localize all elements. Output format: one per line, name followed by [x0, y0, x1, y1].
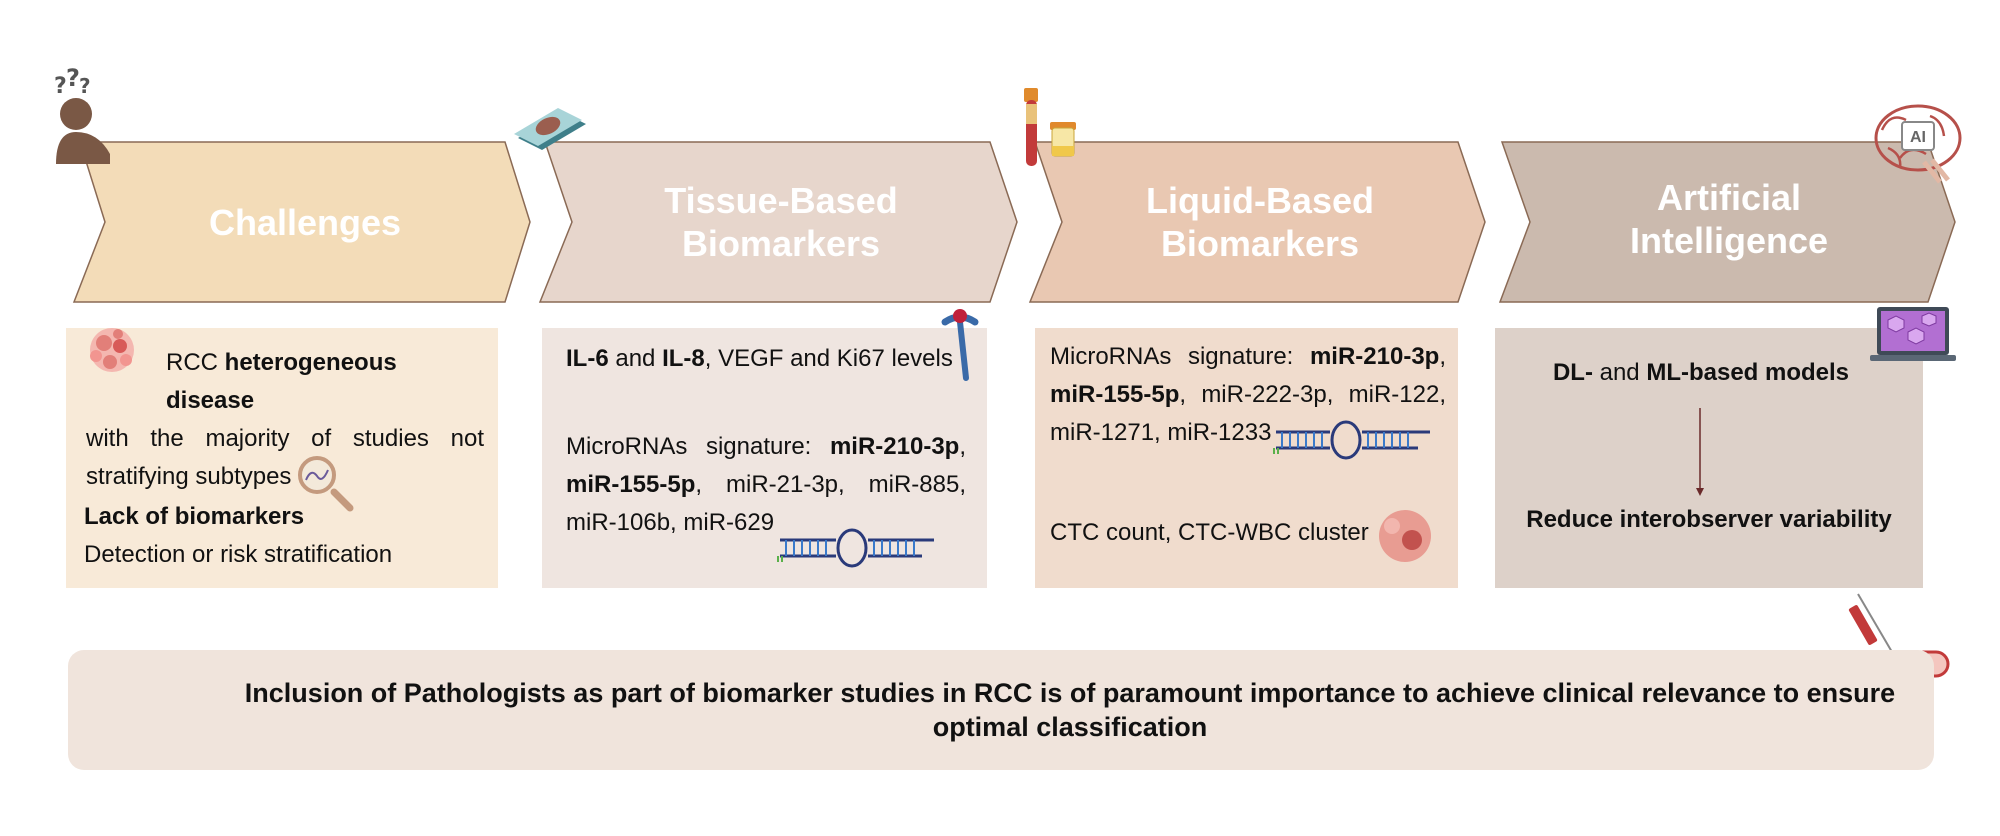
- ai-and: and: [1592, 359, 1647, 386]
- liquid-mir210: miR-210-3p: [1309, 343, 1440, 370]
- tissue-slide-icon: [514, 108, 586, 150]
- challenges-panel: [66, 328, 498, 588]
- receptor-icon: [941, 309, 979, 381]
- liquid-mir155: miR-155-5p: [1050, 381, 1180, 408]
- liquid-arrow: [1028, 141, 1486, 303]
- rna-hairpin-icon-liquid: [1273, 420, 1430, 460]
- stage-title-line: Challenges: [208, 201, 402, 243]
- pathologist-banner: [68, 650, 1934, 770]
- ai-reduce: Reduce interobserver variability: [1495, 501, 1923, 539]
- tumor-cells-icon: [90, 328, 134, 372]
- tissue-and: and: [608, 345, 663, 372]
- challenges-line3: stratifying subtypes: [86, 463, 292, 490]
- liquid-mirna-line1: MicroRNAs signature: miR-210-3p,: [1050, 338, 1446, 376]
- tissue-line2-rest: , miR-21-3p, miR-885,: [695, 471, 966, 498]
- challenges-detection: Detection or risk stratification: [84, 541, 393, 568]
- challenges-line2: with the majority of studies not: [86, 425, 484, 452]
- liquid-line2-rest: , miR-222-3p, miR-122,: [1179, 381, 1446, 408]
- stage-title-line: Liquid-Based: [1145, 180, 1374, 221]
- magnifier-dna-icon: [298, 456, 354, 512]
- challenges-arrow: [72, 141, 531, 303]
- ai-panel: [1495, 328, 1923, 588]
- tissue-mir155: miR-155-5p: [566, 471, 696, 498]
- liquid-ctc: CTC count, CTC-WBC cluster: [1050, 519, 1369, 546]
- liquid-mirna-prefix: MicroRNAs signature:: [1050, 343, 1310, 370]
- blood-tubes-icon: [1024, 88, 1076, 166]
- question-person-icon: ? ? ?: [54, 64, 110, 164]
- ai-ml: ML-based models: [1646, 359, 1850, 386]
- ai-reduce-text: Reduce interobserver variability: [1526, 506, 1892, 533]
- tissue-mirna-prefix: MicroRNAs signature:: [566, 433, 830, 460]
- stage-title-line: Intelligence: [1629, 220, 1829, 261]
- stage-title-tissue: Tissue-Based Biomarkers: [572, 142, 990, 302]
- ai-chip-label: AI: [1910, 129, 1926, 146]
- liquid-mirna-line2: miR-155-5p, miR-222-3p, miR-122,: [1050, 376, 1446, 414]
- stage-title-line: Biomarkers: [681, 223, 881, 264]
- tissue-panel: [542, 328, 987, 588]
- pathologist-banner-text: Inclusion of Pathologists as part of bio…: [244, 678, 1896, 742]
- stage-title-line: Biomarkers: [1160, 223, 1360, 264]
- rna-hairpin-icon-tissue: [777, 528, 934, 568]
- liquid-comma: ,: [1439, 343, 1446, 370]
- tissue-mirna-line3: miR-106b, miR-629: [566, 509, 775, 536]
- tissue-cytokines: IL-6 and IL-8, VEGF and Ki67 levels: [566, 340, 966, 378]
- circulating-tumor-cell-icon: [1379, 510, 1431, 562]
- challenges-lack-bold: Lack of biomarkers: [84, 503, 305, 530]
- challenges-panel-text: RCC heterogeneous disease with the major…: [84, 344, 484, 574]
- tissue-comma: ,: [959, 433, 966, 460]
- ai-dl: DL-: [1552, 359, 1593, 386]
- stage-title-ai: Artificial Intelligence: [1530, 142, 1928, 296]
- tissue-mirna-line2: miR-155-5p, miR-21-3p, miR-885,: [566, 466, 966, 504]
- ai-flow-arrowhead: [1696, 488, 1704, 496]
- ai-models: DL- and ML-based models: [1495, 354, 1907, 392]
- tissue-mirna-line1: MicroRNAs signature: miR-210-3p,: [566, 428, 966, 466]
- tissue-arrow: [538, 141, 1018, 303]
- stage-title-line: Tissue-Based: [664, 180, 898, 221]
- challenges-rcc-text: RCC: [166, 349, 225, 376]
- svg-text:?: ?: [54, 74, 67, 99]
- stage-title-line: Artificial: [1656, 177, 1802, 218]
- tissue-mir210: miR-210-3p: [829, 433, 960, 460]
- stage-title-challenges: Challenges: [105, 142, 505, 302]
- tissue-rest: , VEGF and Ki67 levels: [704, 345, 953, 372]
- ai-brain-chip-icon: AI: [1874, 104, 1962, 184]
- liquid-mirna-line3: miR-1271, miR-1233: [1050, 419, 1272, 446]
- challenges-line1: RCC heterogeneous disease: [86, 344, 484, 420]
- svg-text:?: ?: [66, 64, 80, 92]
- liquid-panel-text: MicroRNAs signature: miR-210-3p, miR-155…: [1050, 338, 1446, 552]
- laptop-histology-icon: [1870, 307, 1956, 361]
- tissue-il6: IL-6: [566, 345, 609, 372]
- stage-title-liquid: Liquid-Based Biomarkers: [1062, 142, 1458, 302]
- challenges-lack: Lack of biomarkers: [84, 498, 484, 536]
- tissue-il8: IL-8: [662, 345, 705, 372]
- challenges-heterogeneous-text: heterogeneous disease: [166, 349, 397, 414]
- svg-text:?: ?: [79, 74, 91, 98]
- tissue-panel-text: IL-6 and IL-8, VEGF and Ki67 levels Micr…: [566, 340, 966, 542]
